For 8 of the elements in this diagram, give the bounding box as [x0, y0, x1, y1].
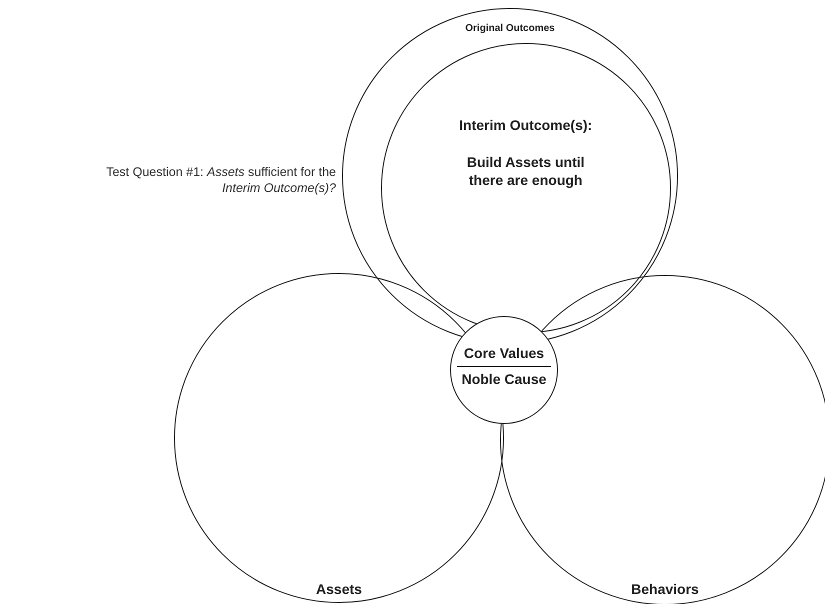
circle-label: Assets	[316, 580, 362, 599]
circle-label: Core Values	[464, 344, 544, 363]
circle-label: Behaviors	[631, 580, 699, 599]
circle-heading: Interim Outcome(s):	[459, 116, 592, 135]
circle-text: Build Assets until there are enough	[466, 152, 586, 190]
circle-label: Noble Cause	[462, 370, 546, 389]
circle-label: Original Outcomes	[465, 22, 555, 36]
question-note: Test Question #1: Assets sufficient for the Interim Outcome(s)?	[105, 164, 336, 196]
